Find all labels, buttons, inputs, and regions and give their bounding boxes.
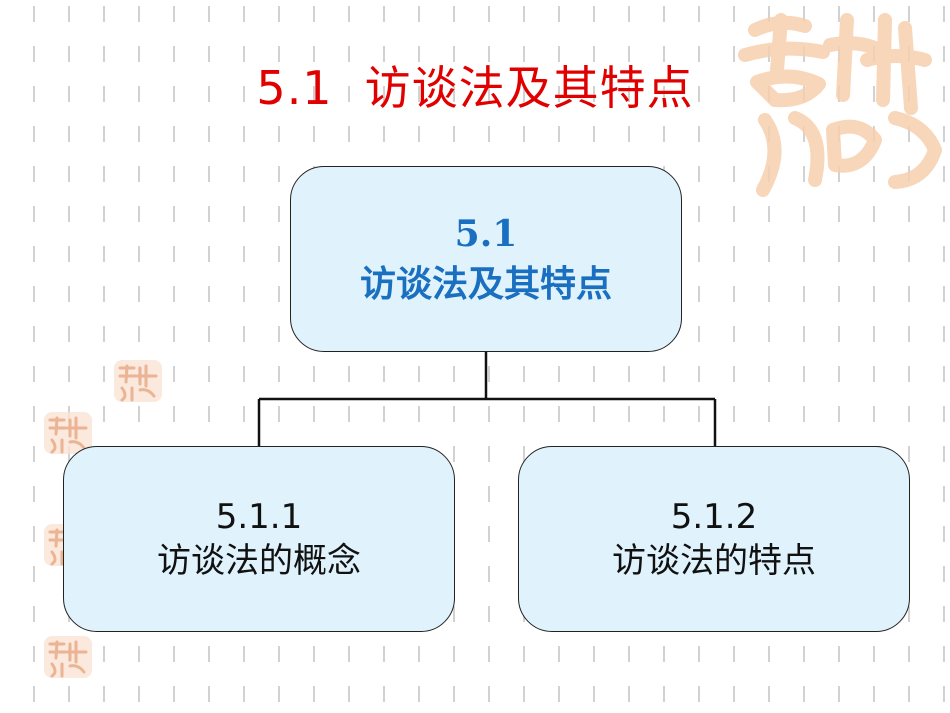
slide-title-text: 访谈法及其特点: [364, 61, 694, 115]
diagram-child-node-2: 5.1.2 访谈法的特点: [518, 446, 910, 632]
child-node-label: 访谈法的概念: [157, 541, 361, 581]
root-node-number: 5.1: [454, 213, 518, 255]
child-node-number: 5.1.1: [215, 497, 303, 537]
auspicious-seal-icon: [44, 636, 92, 678]
auspicious-calligraphy-icon: [738, 13, 942, 197]
child-node-number: 5.1.2: [670, 497, 758, 537]
slide-title-number: 5.1: [256, 61, 333, 115]
auspicious-seal-icon: [114, 360, 162, 402]
root-node-label: 访谈法及其特点: [359, 263, 612, 305]
slide-title: 5.1 访谈法及其特点: [0, 52, 950, 118]
auspicious-seal-icon: [44, 412, 92, 454]
child-node-label: 访谈法的特点: [612, 541, 816, 581]
diagram-child-node-1: 5.1.1 访谈法的概念: [63, 446, 455, 632]
diagram-root-node: 5.1 访谈法及其特点: [290, 166, 682, 352]
